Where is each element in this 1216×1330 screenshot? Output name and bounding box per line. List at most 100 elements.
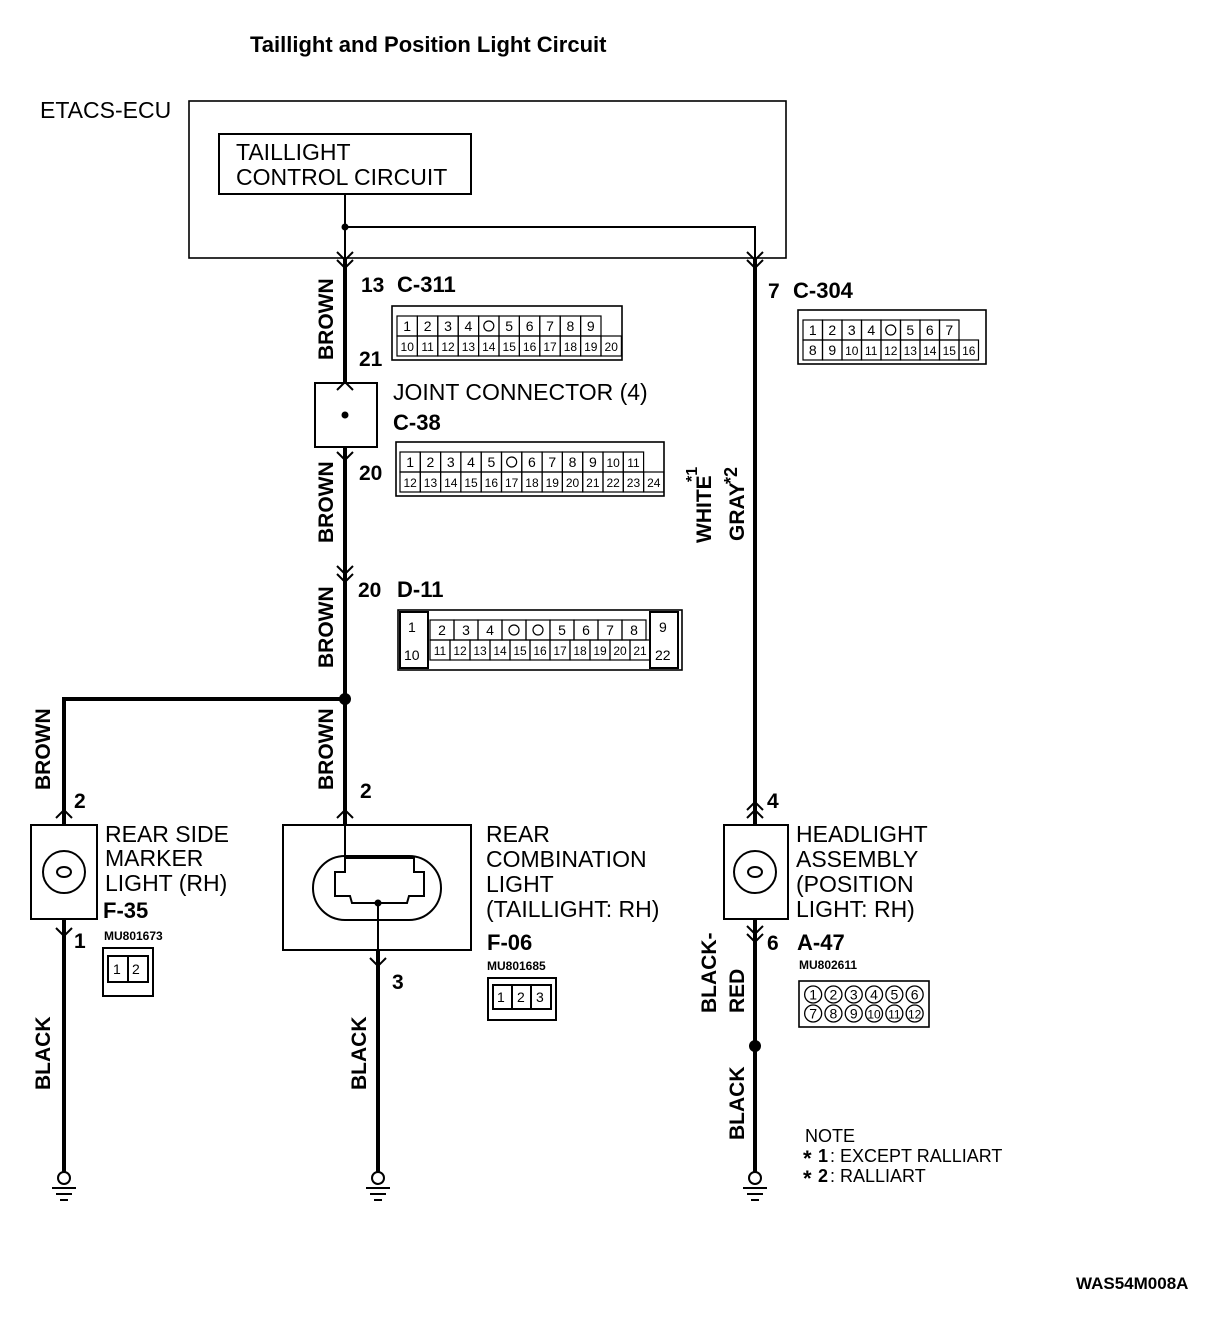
pin-cell: 2 (416, 315, 439, 337)
pin-number: 20 (358, 579, 381, 602)
pin-number: 13 (361, 274, 384, 297)
pin-label: 9 (659, 619, 667, 635)
part-number: MU801685 (487, 959, 546, 973)
pin-cell: 5 (480, 451, 503, 473)
pin-cell: 6 (518, 315, 541, 337)
pin-label: 17 (543, 340, 557, 354)
pin-cell: 21 (629, 639, 651, 661)
pin-cell: 10 (602, 451, 624, 473)
component-label: LIGHT: RH) (796, 896, 915, 922)
pin-label: 3 (536, 989, 544, 1005)
pin-cell: 12 (880, 339, 902, 361)
pin-cell: 11 (429, 639, 451, 661)
pin-label: 8 (630, 622, 638, 638)
pin-number: 2 (360, 780, 372, 803)
pin-cell: 16 (958, 339, 980, 361)
pin-cell: 14 (478, 335, 500, 357)
pin-label: 4 (465, 318, 473, 334)
pin-cell: 12 (449, 639, 471, 661)
pin-cell: 14 (440, 471, 462, 493)
note-text: : EXCEPT RALLIART (830, 1146, 1002, 1166)
pin-label: 2 (517, 989, 525, 1005)
pin-label: 11 (434, 644, 447, 658)
pin-cell: 6 (573, 619, 599, 641)
pin-cell: 7 (938, 319, 960, 341)
pin-label: 3 (462, 622, 470, 638)
wire-color-label: BLACK (32, 1017, 55, 1091)
pin-label: 16 (533, 644, 547, 658)
connector-arrows (55, 251, 764, 968)
pin-label: 1 (406, 454, 414, 470)
wire-color-label: BROWN (315, 586, 338, 668)
pin-label: 13 (473, 644, 487, 658)
pin-cell: 8 (824, 1004, 843, 1023)
pin-label: 15 (503, 340, 517, 354)
pin-label: 12 (441, 340, 455, 354)
pin-label: 19 (546, 476, 560, 490)
pin-label: 3 (850, 987, 858, 1003)
pin-cell: 3 (440, 451, 462, 473)
pin-cell: 4 (860, 319, 882, 341)
pin-cell: 13 (899, 339, 921, 361)
pin-label: 11 (421, 340, 434, 354)
pin-label: 18 (564, 340, 578, 354)
circuit-line2: CONTROL CIRCUIT (236, 164, 447, 190)
pin-cell: 16 (480, 471, 503, 493)
pin-cell: 13 (419, 471, 442, 493)
pin-cell: 20 (609, 639, 631, 661)
component-label: COMBINATION (486, 846, 647, 872)
circuit-line1: TAILLIGHT (236, 139, 351, 165)
pin-cell: 7 (541, 451, 563, 473)
wire-color-label: BROWN (315, 278, 338, 360)
pin-cell: 15 (509, 639, 531, 661)
diagram-code: WAS54M008A (1076, 1274, 1188, 1293)
pin-cell: 19 (541, 471, 563, 493)
component-label: LIGHT (486, 871, 554, 897)
pin-label: 16 (523, 340, 537, 354)
pin-cell: 19 (589, 639, 611, 661)
pin-label: 1 (809, 322, 817, 338)
pin-label: 12 (453, 644, 467, 658)
pin-label: 8 (567, 318, 575, 334)
connector-id: A-47 (797, 930, 845, 955)
pin-label: 1 (403, 318, 411, 334)
pin-label: 15 (464, 476, 478, 490)
wire-color-label: BLACK (348, 1017, 371, 1091)
pin-cell: 11 (885, 1004, 904, 1023)
pin-cell: 4 (460, 451, 482, 473)
pin-cell: 3 (841, 319, 863, 341)
pin-label: 24 (647, 476, 661, 490)
pin-cell: 1 (396, 315, 418, 337)
note-star: * (803, 1146, 812, 1171)
pin-cell: 8 (561, 451, 584, 473)
splice-dot (339, 693, 351, 705)
pin-label: 13 (462, 340, 476, 354)
pin-cell (501, 619, 527, 641)
pin-label: 2 (828, 322, 836, 338)
pin-label: 11 (865, 344, 878, 358)
wire-color-label: GRAY (726, 482, 749, 541)
pin-label: 6 (911, 987, 919, 1003)
headlight-assembly: 4 6 HEADLIGHT ASSEMBLY (POSITION LIGHT: … (723, 790, 930, 1028)
pin-label: 15 (943, 344, 957, 358)
pin-cell: 10 (841, 339, 863, 361)
pin-cell: 3 (453, 619, 479, 641)
connector-id: C-311 (397, 272, 456, 297)
pin-label: 8 (809, 342, 817, 358)
pin-number: 1 (74, 930, 86, 953)
pin-label: 17 (505, 476, 519, 490)
pin-label: 3 (447, 454, 455, 470)
connector-id: C-304 (793, 278, 854, 303)
wire-color-label: RED (726, 969, 749, 1013)
connector-id: F-35 (103, 898, 148, 923)
pin-cell (880, 319, 902, 341)
note-text: : RALLIART (830, 1166, 926, 1186)
pin-label: 5 (890, 987, 898, 1003)
part-number: MU801673 (104, 929, 163, 943)
pin-number: 21 (359, 348, 383, 371)
note: NOTE * 1 : EXCEPT RALLIART * 2 : RALLIAR… (803, 1126, 1002, 1191)
pin-cell: 3 (437, 315, 459, 337)
